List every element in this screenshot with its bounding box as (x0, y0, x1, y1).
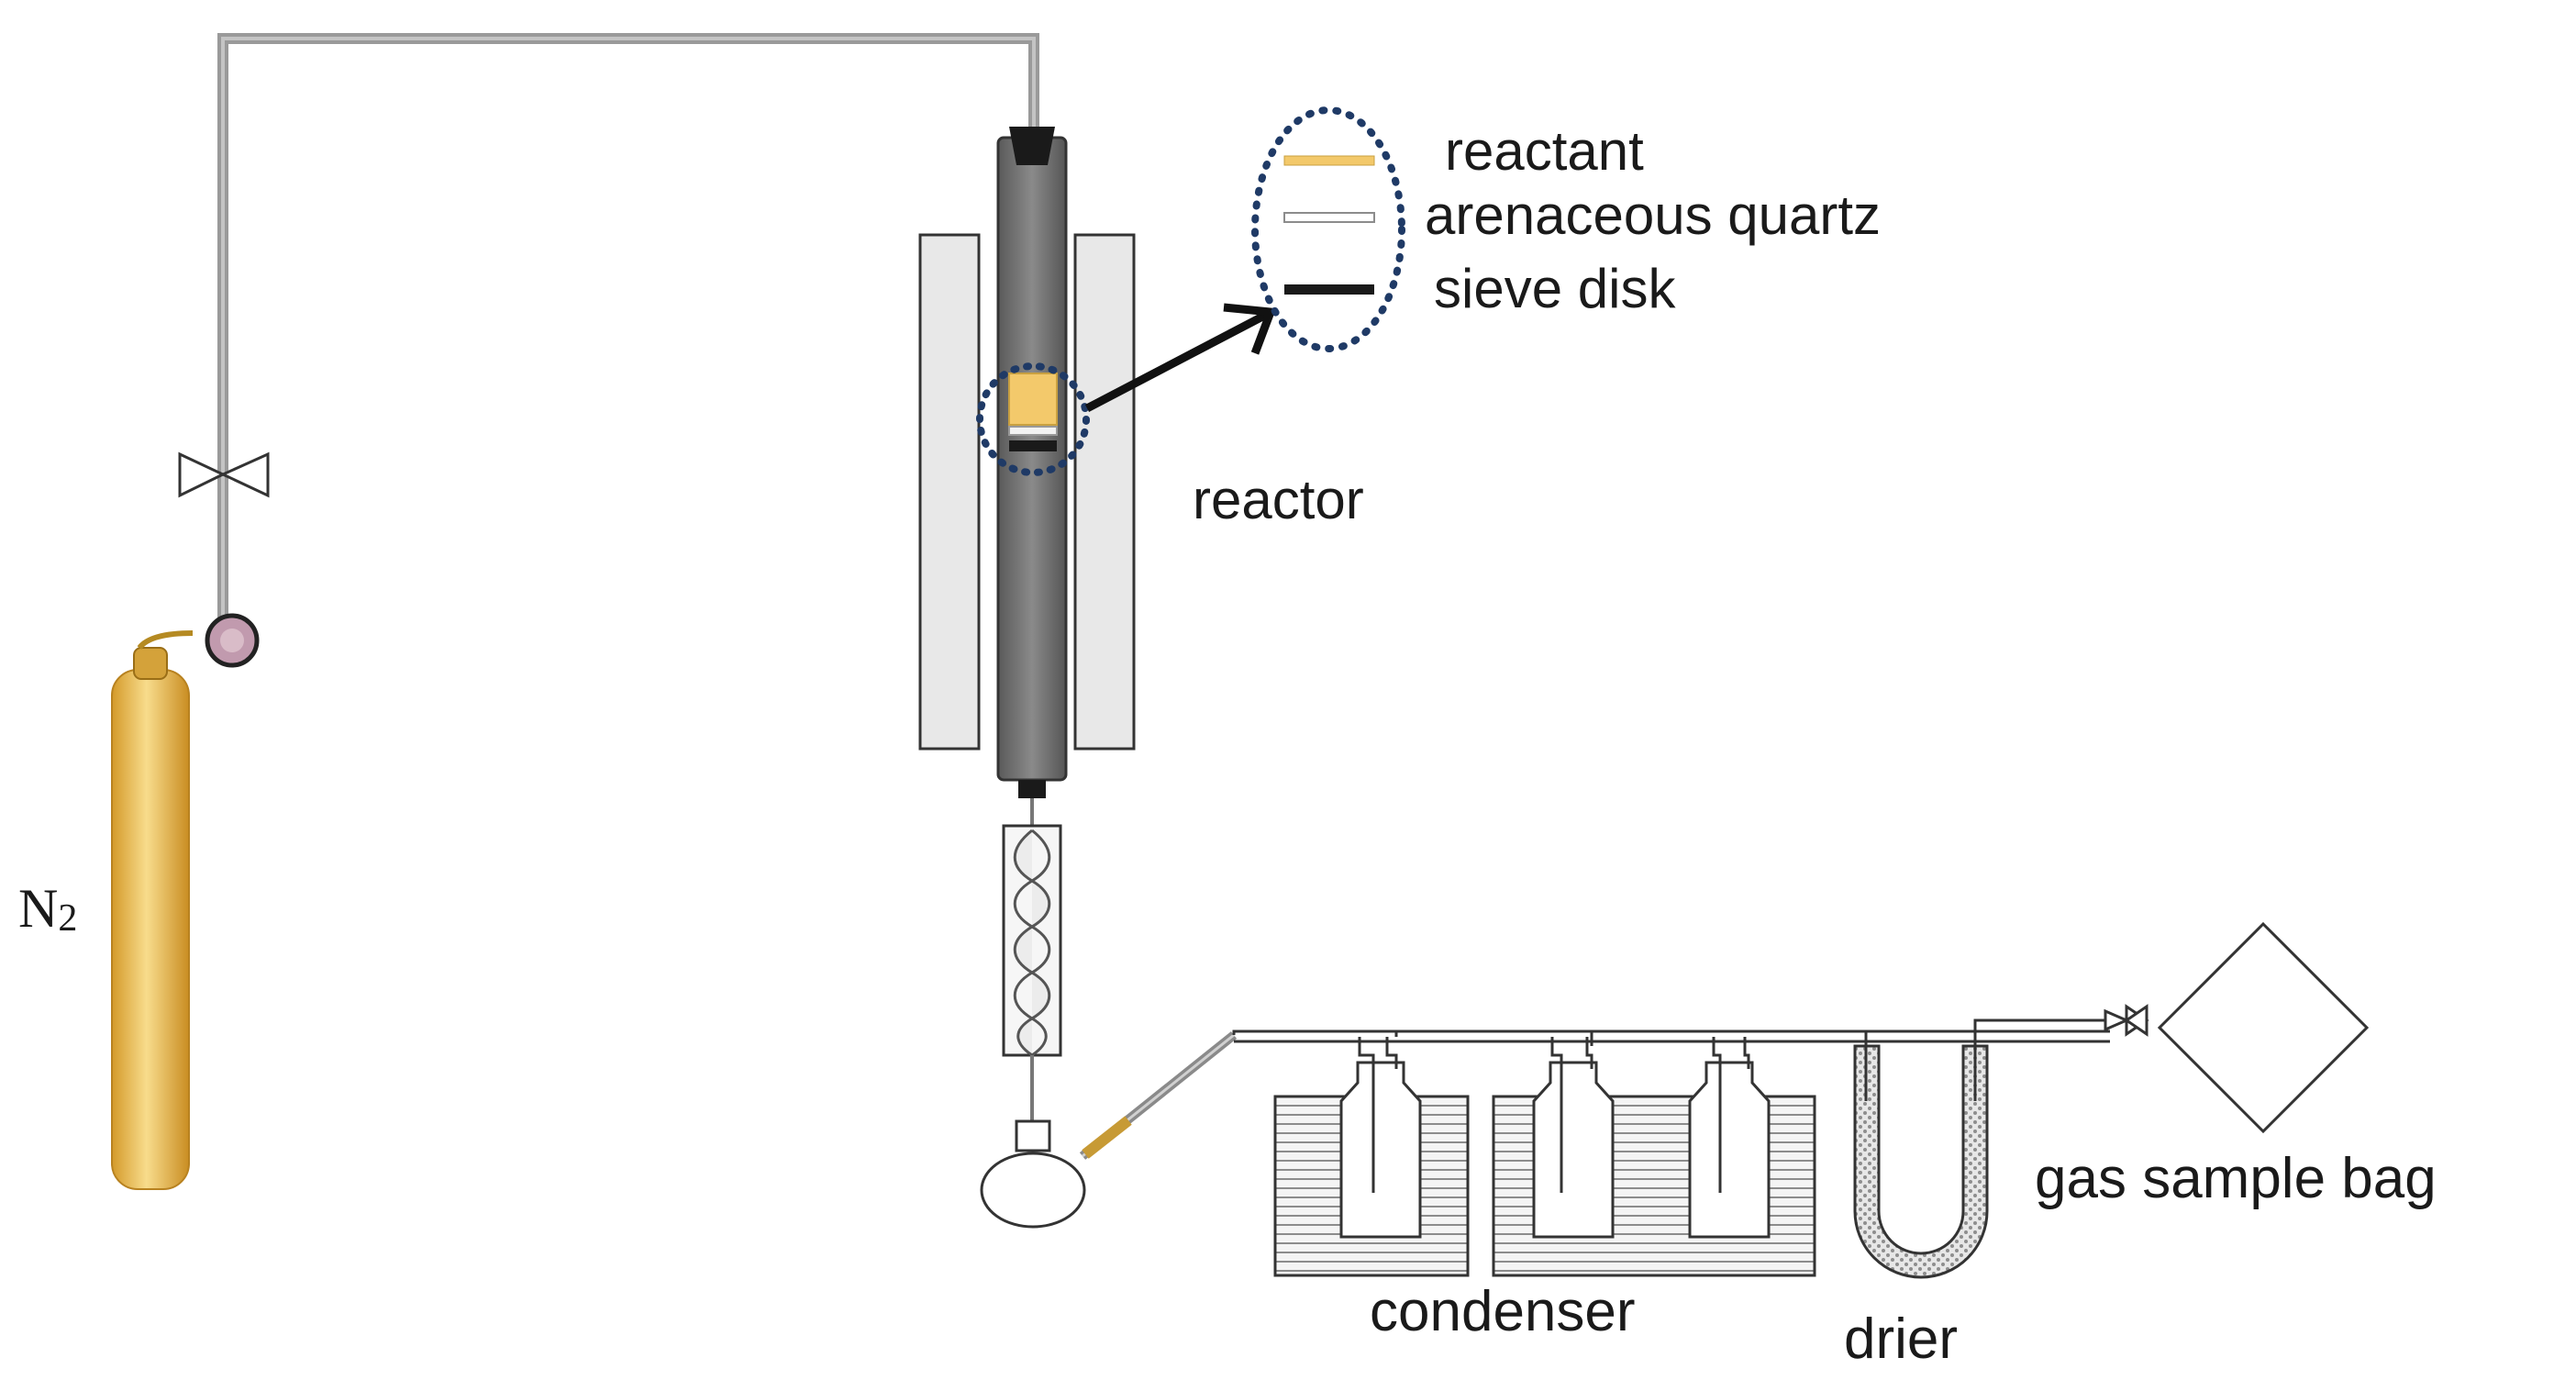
pressure-gauge-icon (205, 613, 260, 668)
condenser-bottle-1 (1339, 1037, 1422, 1239)
reactant-bed (976, 362, 1090, 476)
reactor-tube (996, 127, 1068, 826)
callout-arrowhead-icon (1223, 303, 1277, 355)
drier-label: drier (1844, 1308, 1958, 1371)
bag-inlet-line (1973, 1004, 2149, 1037)
n2-gas-cylinder: N2 (18, 630, 194, 1190)
valve-icon (178, 451, 270, 498)
condenser-bottle-2 (1532, 1037, 1615, 1239)
legend-quartz-label: arenaceous quartz (1425, 184, 1881, 246)
u-tube-drier (1853, 1031, 1989, 1279)
gas-sample-bag-label: gas sample bag (2035, 1147, 2437, 1210)
legend-swatch-reactant (1283, 155, 1375, 166)
collection-flask (980, 1031, 1238, 1229)
legend-reactant-label: reactant (1445, 120, 1644, 182)
gas-formula-label: N2 (18, 878, 77, 940)
legend-sieve-label: sieve disk (1434, 258, 1676, 319)
furnace (918, 233, 1136, 751)
cooling-column (1002, 824, 1062, 1124)
n2-supply-line (217, 33, 1039, 624)
condenser-bottle-3 (1688, 1037, 1771, 1239)
bottle-connectors (1394, 1031, 1593, 1046)
callout-circle (976, 362, 1090, 476)
condenser-label: condenser (1370, 1280, 1636, 1343)
callout-arrow (1084, 310, 1271, 412)
legend-swatch-quartz (1283, 212, 1375, 223)
gas-sample-bag (2157, 921, 2370, 1134)
bag-check-valve-icon (2104, 1008, 2130, 1032)
reactor-label: reactor (1193, 469, 1364, 530)
legend-callout (1251, 106, 1405, 352)
legend-swatch-sieve (1284, 284, 1374, 295)
outlet-line (1232, 1029, 2110, 1043)
